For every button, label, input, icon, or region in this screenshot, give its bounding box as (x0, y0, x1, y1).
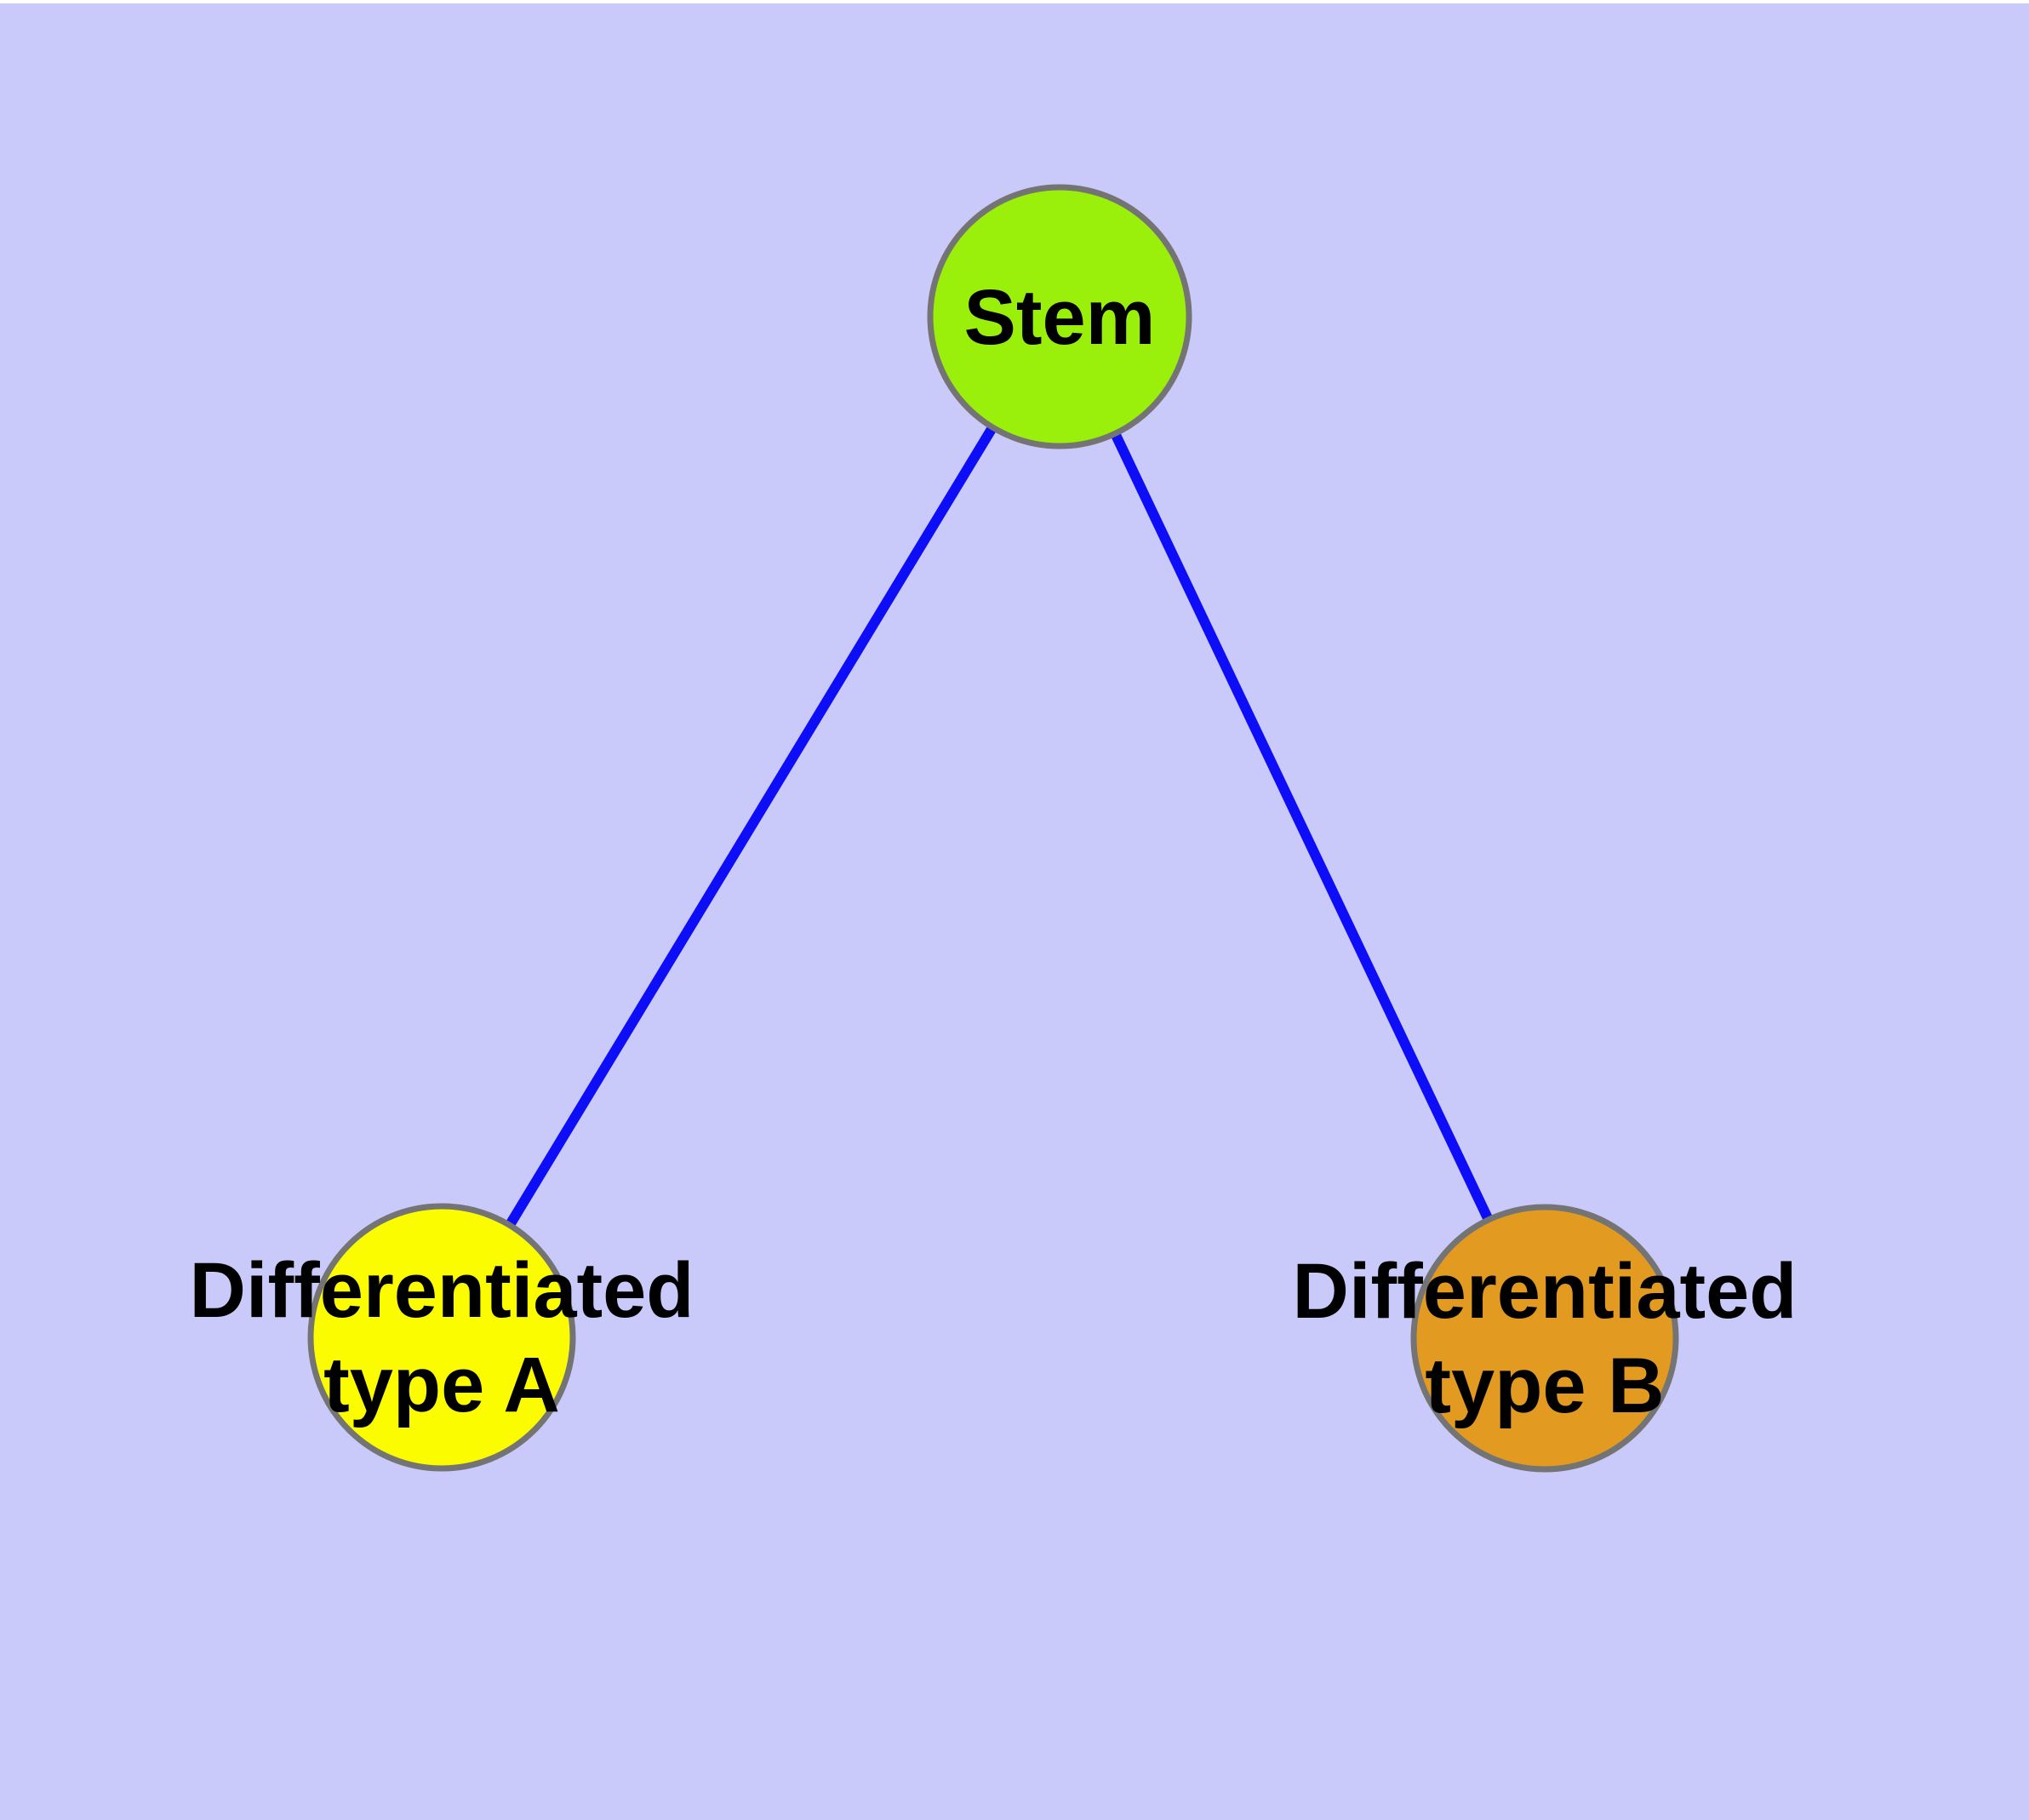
node-label-stem: Stem (964, 274, 1156, 361)
edge-stem-to-type-a (437, 313, 1065, 1341)
node-stem (927, 184, 1192, 449)
node-label-type-b-line1: Differentiated (1293, 1248, 1798, 1335)
node-label-type-a-line2: type A (323, 1342, 560, 1428)
node-label-type-b-line2: type B (1425, 1342, 1664, 1429)
node-label-type-a-line1: Differentiated (190, 1247, 694, 1334)
edge-stem-to-type-b (1055, 314, 1550, 1341)
node-differentiated-type-b (1410, 1204, 1679, 1473)
top-margin-strip (0, 0, 2029, 3)
node-differentiated-type-a (307, 1203, 576, 1472)
